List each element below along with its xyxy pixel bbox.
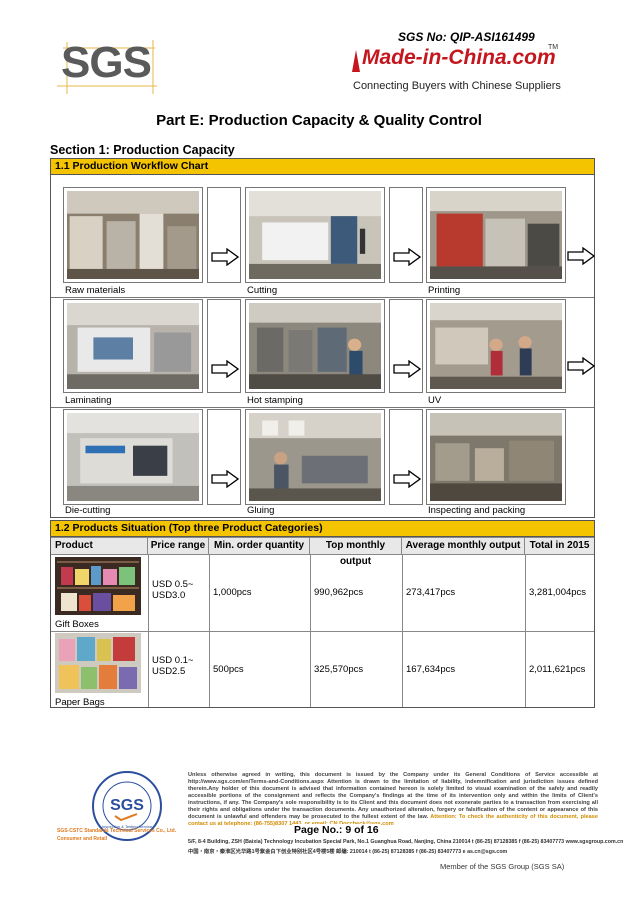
table-rule [51, 554, 594, 555]
stamp-dept-text: Consumer and Retail [57, 836, 108, 842]
top-monthly-output: 990,962pcs [314, 587, 364, 598]
step-caption: UV [428, 395, 442, 406]
price-range-line: USD3.0 [152, 590, 186, 601]
page-number: Page No.: 9 of 16 [292, 824, 381, 836]
section-title: Section 1: Production Capacity [50, 143, 235, 157]
right-arrow-icon [211, 470, 239, 488]
step-caption: Die-cutting [65, 505, 111, 516]
column-header-total: Total in 2015 [525, 538, 594, 554]
products-heading: 1.2 Products Situation (Top three Produc… [51, 521, 594, 537]
total-in-2015: 2,011,621pcs [529, 664, 586, 675]
table-rule [525, 554, 526, 707]
gluing-workshop-photo [245, 409, 385, 505]
right-arrow-icon [393, 470, 421, 488]
price-range-line: USD2.5 [152, 666, 186, 677]
average-monthly-output: 167,634pcs [406, 664, 456, 675]
gift-boxes-photo [55, 557, 141, 615]
table-rule [51, 537, 594, 538]
products-table: 1.2 Products Situation (Top three Produc… [50, 520, 595, 708]
table-rule [148, 554, 149, 707]
right-arrow-icon [211, 360, 239, 378]
column-header-price: Price range [148, 538, 209, 554]
min-order-quantity: 1,000pcs [213, 587, 252, 598]
cutting-machine-photo [245, 187, 385, 283]
die-cutting-machine-photo [63, 409, 203, 505]
total-in-2015: 3,281,004pcs [529, 587, 587, 598]
workflow-heading: 1.1 Production Workflow Chart [51, 159, 594, 175]
right-arrow-icon [393, 248, 421, 266]
flow-arrow-cell [389, 187, 423, 283]
authenticity-notice: Attention: To check the authenticity of … [188, 814, 598, 827]
price-range: USD 0.5~ USD3.0 [152, 579, 193, 601]
step-caption: Raw materials [65, 285, 126, 296]
laminating-machine-photo [63, 299, 203, 393]
sgs-logo: SGS [57, 38, 157, 96]
average-monthly-output: 273,417pcs [406, 587, 456, 598]
price-range: USD 0.1~ USD2.5 [152, 655, 193, 677]
column-header-avg-monthly: Average monthly output [402, 538, 525, 554]
right-arrow-icon [567, 357, 595, 375]
part-title: Part E: Production Capacity & Quality Co… [156, 112, 482, 129]
column-header-moq: Min. order quantity [209, 538, 310, 554]
uv-workshop-photo [426, 299, 566, 393]
flow-arrow-cell [389, 409, 423, 505]
report-number: SGS No: QIP-ASI161499 [398, 30, 535, 44]
table-rule [402, 554, 403, 707]
hot-stamping-photo [245, 299, 385, 393]
stamp-service-text: Inspection & Testing Service [101, 824, 153, 829]
step-caption: Laminating [65, 395, 112, 406]
address-english: 5/F, 8-4 Building, ZSH (Baixia) Technolo… [188, 839, 624, 845]
product-name: Paper Bags [55, 697, 105, 708]
flow-arrow-cell [207, 187, 241, 283]
top-monthly-output: 325,570pcs [314, 664, 364, 675]
row-divider [51, 407, 594, 408]
table-rule [209, 554, 210, 707]
min-order-quantity: 500pcs [213, 664, 244, 675]
stamp-sgs-text: SGS [110, 797, 144, 814]
sgs-logo-text: SGS [61, 38, 152, 87]
flow-arrow-cell [207, 409, 241, 505]
right-arrow-icon [567, 247, 595, 265]
row-divider [51, 297, 594, 298]
product-name: Gift Boxes [55, 619, 99, 630]
stamp-company-text: SGS-CSTC Standards Technical Services Co… [57, 828, 177, 834]
packing-workshop-photo [426, 409, 566, 505]
right-arrow-icon [211, 248, 239, 266]
step-caption: Cutting [247, 285, 278, 296]
printing-machine-photo [426, 187, 566, 283]
step-caption: Inspecting and packing [428, 505, 526, 516]
paper-bags-photo [55, 633, 141, 693]
flow-arrow-cell [389, 299, 423, 393]
right-arrow-icon [393, 360, 421, 378]
mic-logo-text: Made-in-China.com [362, 46, 556, 69]
price-range-line: USD 0.1~ [152, 655, 194, 666]
workflow-table: 1.1 Production Workflow Chart Raw materi… [50, 158, 595, 518]
warehouse-photo [63, 187, 203, 283]
address-chinese: 中国・南京・秦淮区光华路1号紫金白下创业特别社区4号楼5楼 邮编: 210014… [188, 849, 508, 855]
trademark-mark: TM [548, 44, 559, 51]
column-header-product: Product [51, 538, 148, 554]
table-rule [310, 554, 311, 707]
disclaimer-text: Unless otherwise agreed in writing, this… [188, 772, 598, 820]
sgs-stamp: SGS Inspection & Testing Service SGS-CST… [57, 768, 179, 846]
table-rule [51, 631, 594, 632]
made-in-china-logo: Made-in-China.com TM [352, 44, 558, 72]
column-header-top-monthly: Top monthly output [310, 538, 402, 567]
member-line: Member of the SGS Group (SGS SA) [440, 862, 565, 871]
step-caption: Gluing [247, 505, 275, 516]
step-caption: Hot stamping [247, 395, 303, 406]
price-range-line: USD 0.5~ [152, 579, 194, 590]
legal-disclaimer: Unless otherwise agreed in writing, this… [188, 772, 598, 828]
step-caption: Printing [428, 285, 461, 296]
flow-arrow-cell [207, 299, 241, 393]
mic-tagline: Connecting Buyers with Chinese Suppliers [353, 80, 561, 92]
